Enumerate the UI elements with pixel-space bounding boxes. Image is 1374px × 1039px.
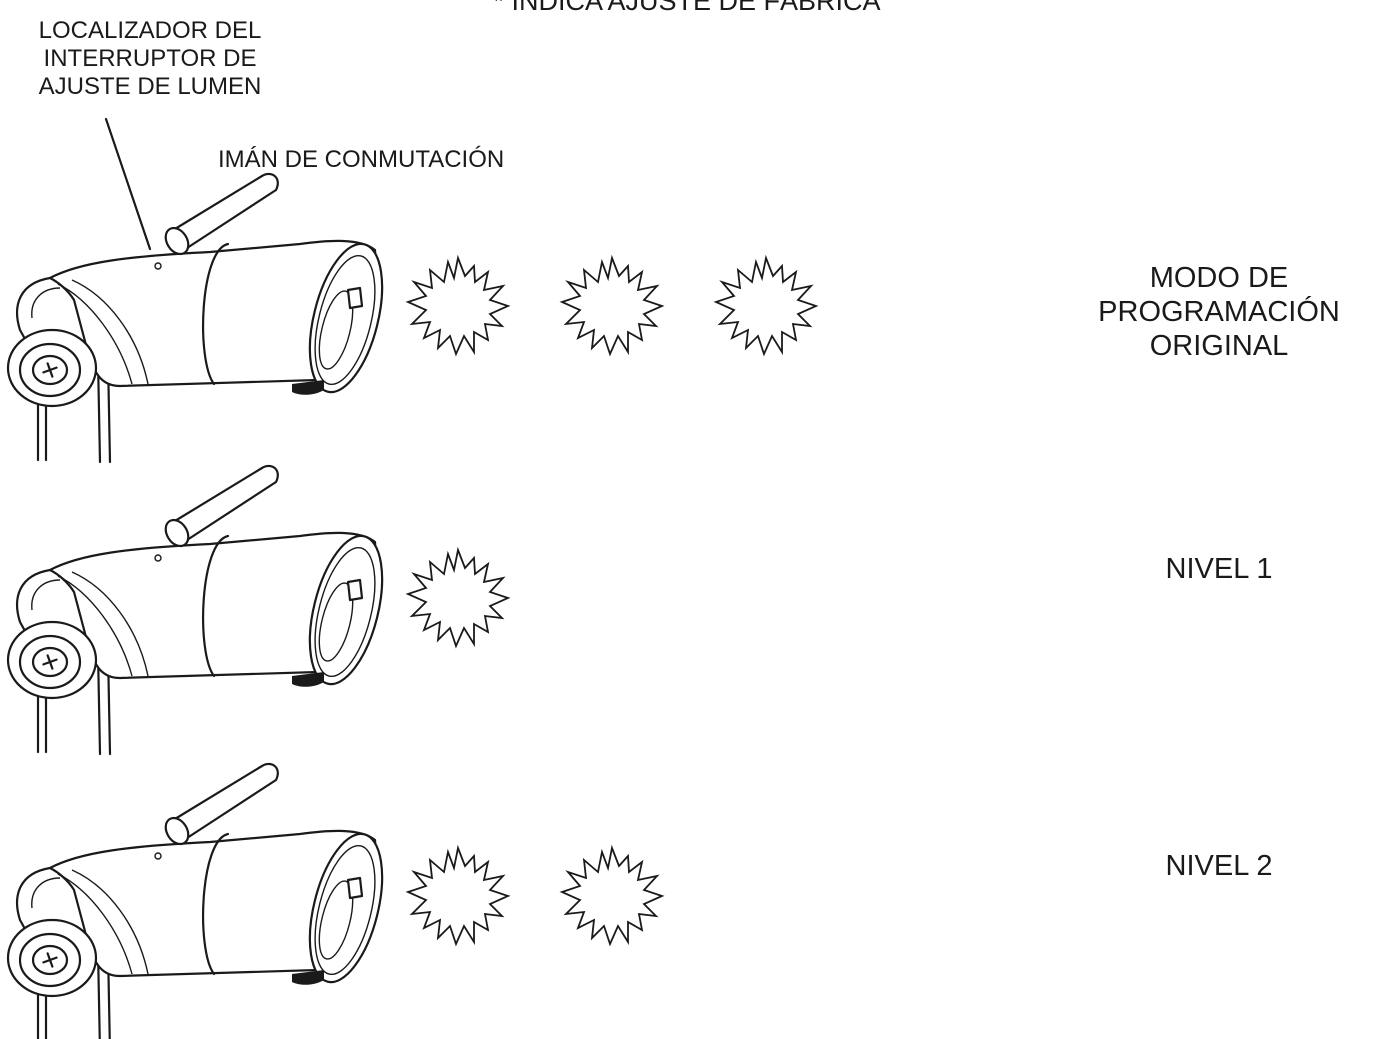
magnet-illustration (160, 172, 279, 260)
flash-group-row-1 (407, 257, 817, 355)
mode-label-line-1: NIVEL 2 (1165, 850, 1273, 882)
flash-burst-icon (715, 257, 817, 355)
light-fixture-illustration (6, 527, 397, 756)
fixture-row-2 (6, 464, 397, 756)
flash-burst-icon (561, 847, 663, 945)
locator-label-line-2: INTERRUPTOR DE (43, 44, 257, 72)
light-fixture-illustration (6, 235, 397, 464)
flash-group-row-2 (407, 549, 509, 647)
mode-label-line-3: ORIGINAL (1149, 329, 1289, 362)
locator-leader-line (104, 117, 152, 251)
flash-burst-icon (407, 257, 509, 355)
mode-label-original-programming: MODO DE PROGRAMACIÓN ORIGINAL (1078, 262, 1360, 364)
magnet-illustration (160, 762, 279, 850)
magnet-illustration (160, 464, 279, 552)
fixture-row-1 (6, 172, 397, 464)
lumen-switch-locator-label: LOCALIZADOR DEL INTERRUPTOR DE AJUSTE DE… (4, 17, 296, 100)
fixture-row-3 (6, 762, 397, 1039)
locator-label-line-1: LOCALIZADOR DEL (38, 17, 262, 44)
factory-setting-note: * INDICA AJUSTE DE FÁBRICA (493, 0, 881, 16)
flash-burst-icon (407, 549, 509, 647)
locator-label-line-3: AJUSTE DE LUMEN (38, 72, 262, 100)
mode-label-level-2: NIVEL 2 (1078, 850, 1360, 884)
mode-label-line-2: PROGRAMACIÓN (1098, 295, 1340, 328)
mode-label-level-1: NIVEL 1 (1078, 553, 1360, 587)
flash-burst-icon (561, 257, 663, 355)
flash-group-row-3 (407, 847, 663, 945)
light-fixture-illustration (6, 825, 397, 1039)
mode-label-line-1: NIVEL 1 (1165, 553, 1273, 585)
switch-magnet-label: IMÁN DE CONMUTACIÓN (218, 146, 505, 173)
mode-label-line-1: MODO DE (1149, 262, 1289, 294)
flash-burst-icon (407, 847, 509, 945)
